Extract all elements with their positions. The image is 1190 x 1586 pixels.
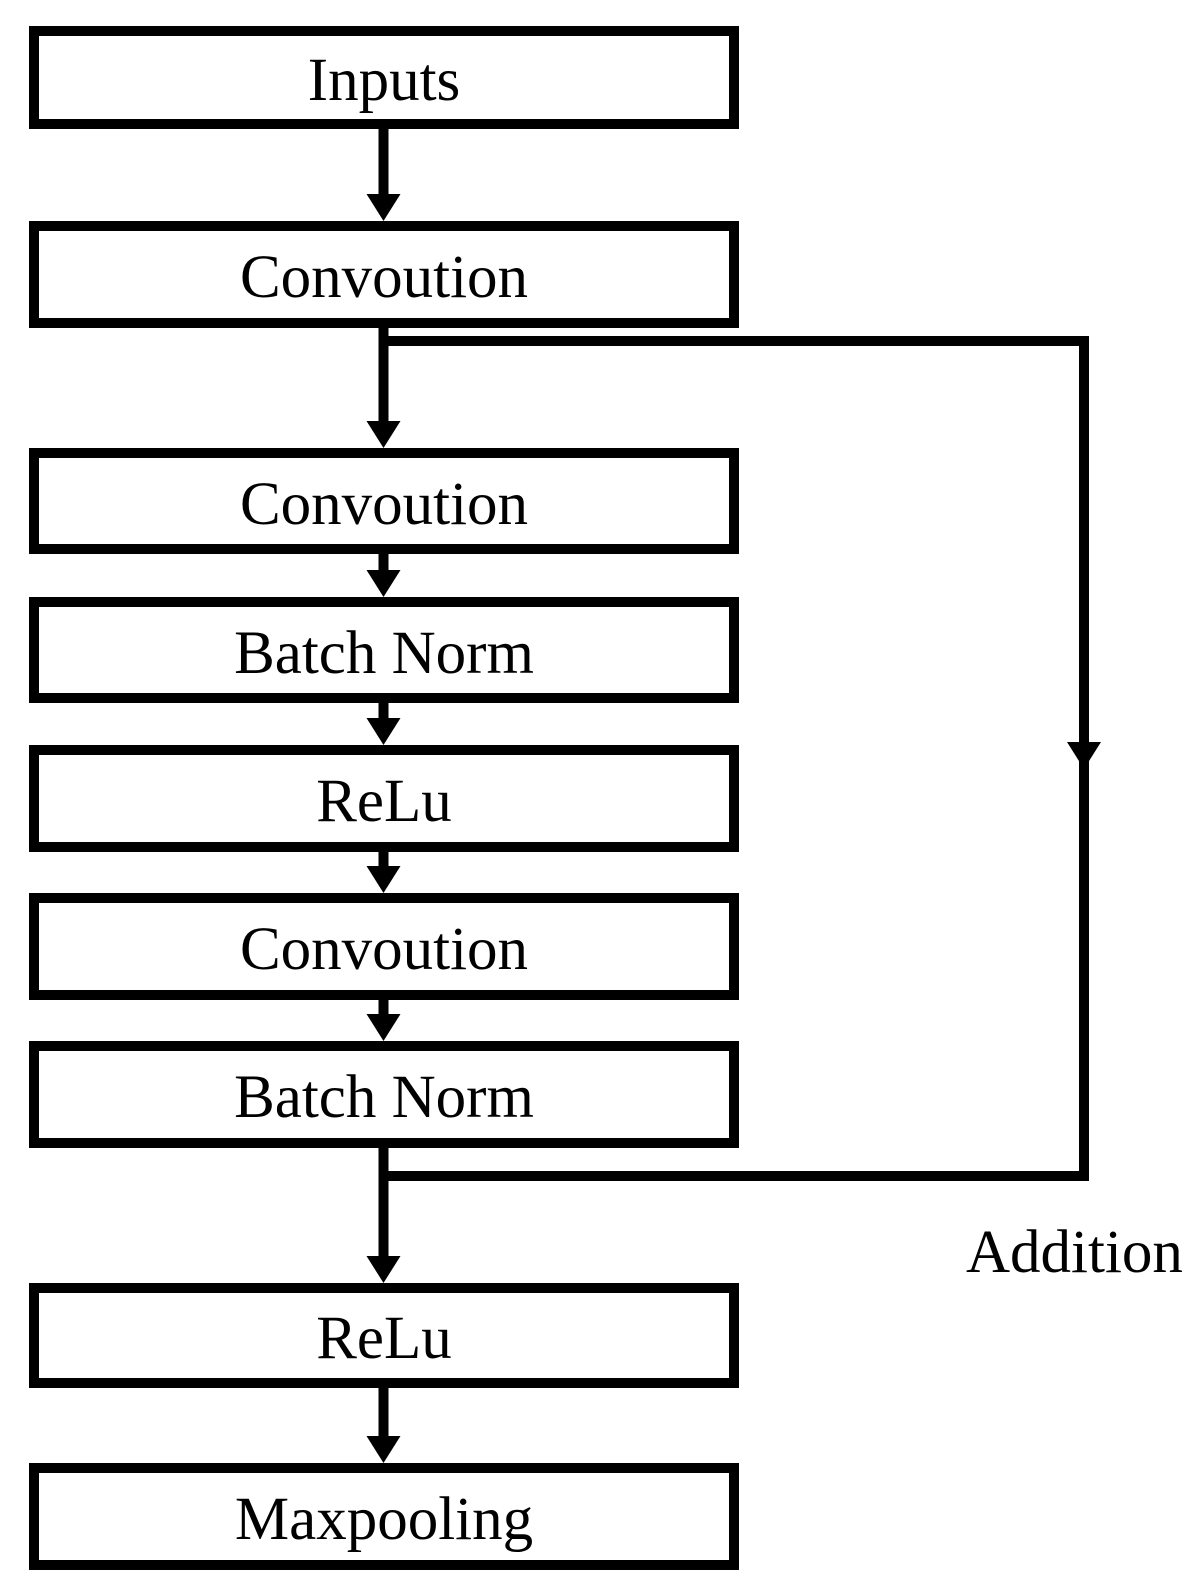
- arrow-batchnorm2-to-relu2: [366, 1148, 401, 1283]
- arrowhead-icon: [366, 194, 401, 221]
- node-convolution-2-label: Convoution: [239, 470, 529, 538]
- skip-connection-arrowhead-icon: [1067, 742, 1101, 769]
- node-relu-2: ReLu: [29, 1283, 739, 1388]
- arrow-convolution1-to-convolution2: [366, 328, 401, 448]
- node-convolution-3-label: Convoution: [239, 916, 529, 983]
- arrow-inputs-to-convolution1: [366, 129, 401, 221]
- node-relu-1-label: ReLu: [316, 768, 452, 835]
- node-maxpooling-label: Maxpooling: [234, 1486, 534, 1553]
- node-maxpooling: Maxpooling: [29, 1463, 739, 1570]
- arrowhead-icon: [366, 1256, 401, 1283]
- node-batch-norm-1-label: Batch Norm: [234, 619, 534, 687]
- arrowhead-icon: [366, 1014, 401, 1041]
- arrowhead-icon: [366, 718, 401, 745]
- node-convolution-1-label: Convoution: [239, 244, 529, 311]
- arrow-batchnorm1-to-relu1: [366, 703, 401, 745]
- arrowhead-icon: [366, 421, 401, 448]
- arrow-convolution2-to-batchnorm1: [366, 554, 401, 597]
- node-batch-norm-2: Batch Norm: [29, 1041, 739, 1148]
- arrowhead-icon: [366, 866, 401, 893]
- node-convolution-3: Convoution: [29, 893, 739, 1000]
- node-convolution-1: Convoution: [29, 221, 739, 328]
- arrow-relu2-to-maxpooling: [366, 1388, 401, 1463]
- node-relu-1: ReLu: [29, 745, 739, 852]
- node-relu-2-label: ReLu: [316, 1305, 452, 1372]
- arrowhead-icon: [366, 1436, 401, 1463]
- addition-label: Addition: [966, 1219, 1183, 1286]
- node-batch-norm-2-label: Batch Norm: [234, 1064, 534, 1131]
- node-inputs: Inputs: [29, 26, 739, 129]
- arrow-convolution3-to-batchnorm2: [366, 1000, 401, 1041]
- node-batch-norm-1: Batch Norm: [29, 597, 739, 703]
- node-inputs-label: Inputs: [307, 47, 461, 114]
- arrowhead-icon: [366, 570, 401, 597]
- arrow-relu1-to-convolution3: [366, 852, 401, 893]
- node-convolution-2: Convoution: [29, 448, 739, 554]
